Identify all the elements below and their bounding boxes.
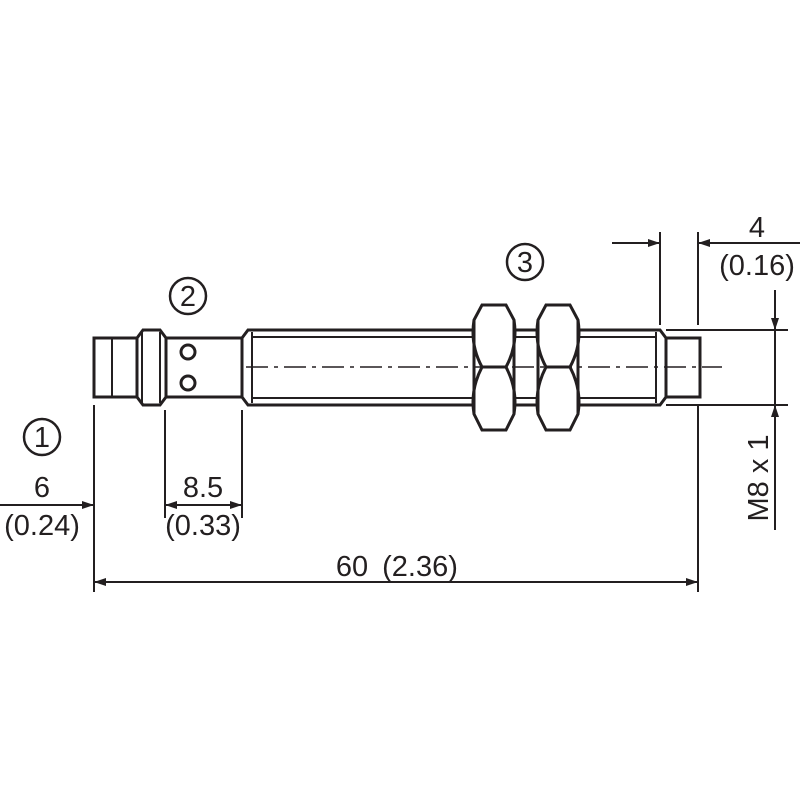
dim-60-inch: (2.36) — [382, 551, 458, 583]
callout-1: 1 — [22, 417, 62, 457]
dim-60-mm: 60 — [336, 551, 368, 583]
callout-3: 3 — [505, 242, 545, 282]
dimension-lines — [0, 232, 800, 592]
dim-8-5-mm: 8.5 — [183, 472, 223, 504]
sensor-cap — [92, 336, 139, 399]
dim-6-mm: 6 — [34, 472, 50, 504]
led-housing — [164, 336, 244, 399]
dim-8-5-inch: (0.33) — [165, 510, 241, 542]
dim-4-mm: 4 — [749, 212, 765, 244]
svg-text:1: 1 — [34, 422, 50, 454]
dim-6-inch: (0.24) — [4, 510, 80, 542]
dim-4-inch: (0.16) — [719, 250, 795, 282]
svg-text:2: 2 — [180, 281, 196, 313]
callout-2: 2 — [168, 276, 208, 316]
led-indicator — [179, 374, 197, 392]
sensor-body — [92, 303, 722, 432]
led-indicator — [179, 343, 197, 361]
thread-size-label: M8 x 1 — [743, 434, 775, 521]
svg-text:3: 3 — [517, 247, 533, 279]
